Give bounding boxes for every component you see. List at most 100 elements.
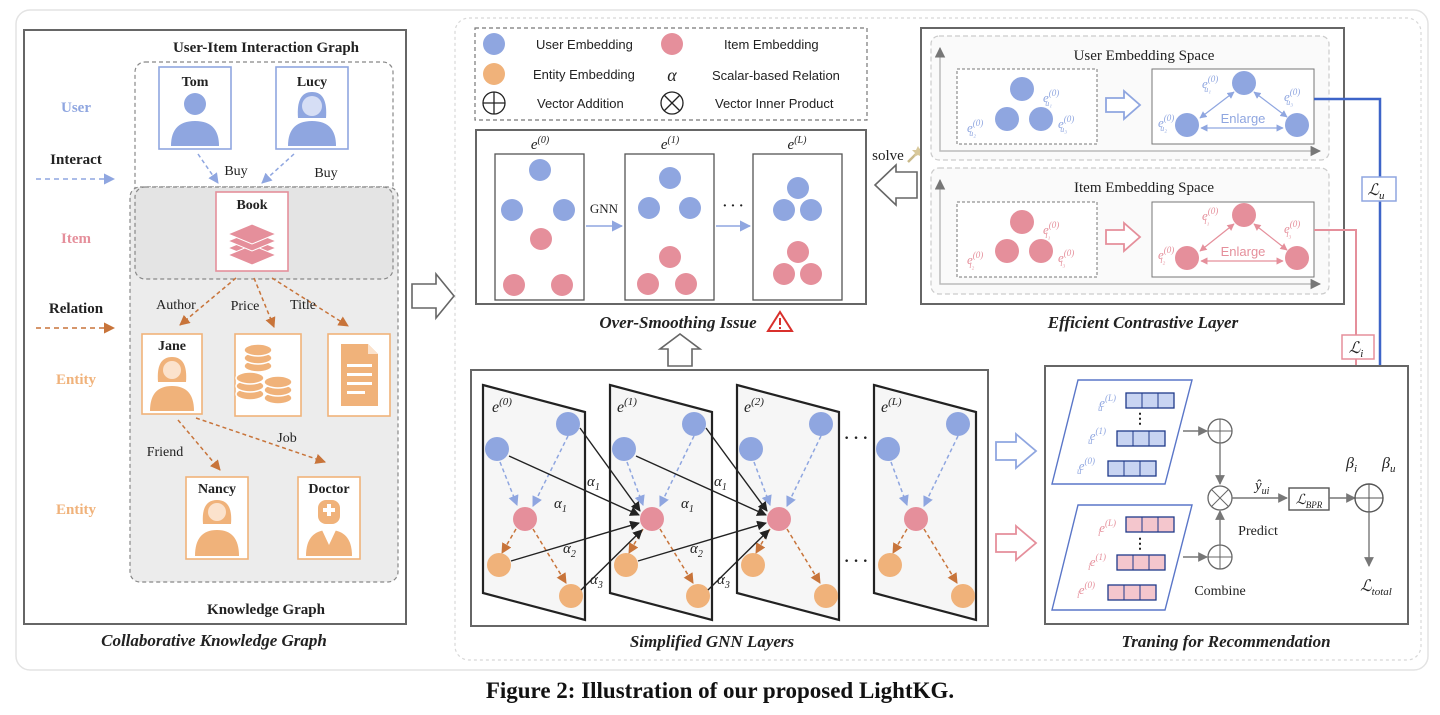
entity-price xyxy=(234,333,302,417)
svg-text:e(0)u₁: e(0)u₁ xyxy=(1043,88,1059,108)
svg-text:GNN: GNN xyxy=(590,201,619,216)
loss-u-line xyxy=(1314,97,1389,487)
svg-text:e(0)u₂: e(0)u₂ xyxy=(967,118,983,138)
svg-text:e(L): e(L) xyxy=(788,135,808,153)
rel-job: Job xyxy=(277,431,296,446)
svg-text:Lucy: Lucy xyxy=(297,75,327,90)
outer-frame xyxy=(15,9,1429,671)
svg-text:e(0)i₁: e(0)i₁ xyxy=(1043,220,1059,240)
books-icon xyxy=(226,223,278,266)
entity-nancy: Nancy xyxy=(185,476,249,560)
inner-product-node xyxy=(1207,485,1233,511)
solve-arrow xyxy=(873,163,918,207)
svg-text:e(0)i₂: e(0)i₂ xyxy=(967,250,983,270)
legend-entity-2: Entity xyxy=(56,502,97,518)
legend-item-dot xyxy=(661,33,683,55)
svg-text:e(1)u: e(1)u xyxy=(1088,426,1106,446)
svg-text:βi: βi xyxy=(1345,455,1357,475)
user-space-title: User Embedding Space xyxy=(1074,48,1215,64)
flow-arrow-ckg xyxy=(411,271,456,321)
svg-text:Book: Book xyxy=(236,198,267,213)
legend-entity-1: Entity xyxy=(56,372,97,388)
ckg-title: Collaborative Knowledge Graph xyxy=(101,631,327,650)
svg-text:e(0)u: e(0)u xyxy=(1077,456,1095,476)
svg-text:Entity Embedding: Entity Embedding xyxy=(533,67,635,82)
svg-text:Tom: Tom xyxy=(182,75,209,90)
legend-relation: Relation xyxy=(49,301,104,317)
svg-text:Nancy: Nancy xyxy=(198,482,236,497)
svg-text:α3: α3 xyxy=(717,572,730,591)
contrastive-panel: User Embedding Space Item Embedding Spac… xyxy=(920,27,1345,332)
svg-text:Combine: Combine xyxy=(1194,584,1245,599)
svg-text:e(1)i: e(1)i xyxy=(1088,552,1106,572)
legend-box: User Embedding Item Embedding Entity Emb… xyxy=(474,27,868,121)
svg-text:Predict: Predict xyxy=(1238,524,1278,539)
buy-label-2: Buy xyxy=(314,166,337,181)
svg-text:⋮: ⋮ xyxy=(1133,537,1147,552)
item-space-title: Item Embedding Space xyxy=(1074,180,1214,196)
svg-text:βu: βu xyxy=(1381,455,1396,475)
svg-text:α2: α2 xyxy=(563,541,576,560)
svg-text:User Embedding: User Embedding xyxy=(536,37,633,52)
svg-text:α3: α3 xyxy=(590,572,603,591)
svg-text:· · ·: · · · xyxy=(722,199,743,214)
oversmoothing-panel: e(0) e(1) e(L) GNN · · · Over-Smoothing … xyxy=(475,129,867,332)
user-lucy: Lucy xyxy=(275,66,349,150)
warning-icon xyxy=(766,310,794,332)
flow-arrow-user xyxy=(995,432,1038,470)
svg-text:e(L)i: e(L)i xyxy=(1098,518,1116,538)
svg-text:Item Embedding: Item Embedding xyxy=(724,37,819,52)
right-frame xyxy=(454,17,1422,661)
svg-text:ℒi: ℒi xyxy=(1349,340,1364,360)
gnn-layer-1 xyxy=(612,412,710,608)
gnn-layer-L xyxy=(876,412,975,608)
svg-text:α: α xyxy=(667,65,677,85)
svg-text:Enlarge: Enlarge xyxy=(1221,111,1266,126)
svg-text:α1: α1 xyxy=(587,474,600,493)
gnn-panel: e(0) e(1) e(2) e(L) · · · · · · xyxy=(470,369,989,651)
svg-text:e(1): e(1) xyxy=(661,135,680,153)
add-node-item xyxy=(1207,544,1233,570)
add-node-user xyxy=(1207,418,1233,444)
svg-text:Enlarge: Enlarge xyxy=(1221,244,1266,259)
svg-text:Doctor: Doctor xyxy=(308,482,349,497)
svg-text:⋮: ⋮ xyxy=(1133,412,1147,427)
ckg-panel: User-Item Interaction Graph User Interac… xyxy=(23,29,407,650)
figure-caption: Figure 2: Illustration of our proposed L… xyxy=(486,678,954,703)
svg-text:e(0): e(0) xyxy=(531,135,550,153)
kg-title: Knowledge Graph xyxy=(207,602,326,618)
svg-text:· · ·: · · · xyxy=(844,553,868,570)
entity-doctor: Doctor xyxy=(297,476,361,560)
contrastive-title: Efficient Contrastive Layer xyxy=(1047,313,1239,332)
vector-addition-icon xyxy=(482,91,506,115)
legend-entity-dot xyxy=(483,63,505,85)
solve-label: solve xyxy=(872,148,904,164)
buy-label-1: Buy xyxy=(224,164,247,179)
gnn-layer-2 xyxy=(739,412,838,608)
item-book: Book xyxy=(215,191,289,272)
coins-icon xyxy=(235,343,293,405)
svg-text:ℒtotal: ℒtotal xyxy=(1360,578,1392,598)
svg-text:· · ·: · · · xyxy=(844,430,868,447)
gnn-title: Simplified GNN Layers xyxy=(630,632,795,651)
flow-arrow-up xyxy=(657,333,703,367)
svg-text:e(0)i: e(0)i xyxy=(1077,580,1095,600)
rel-friend: Friend xyxy=(147,445,184,460)
doctor-icon xyxy=(306,500,352,556)
svg-text:ŷui: ŷui xyxy=(1253,478,1270,497)
user-tom: Tom xyxy=(158,66,232,150)
rel-title: Title xyxy=(290,298,316,313)
legend-user: User xyxy=(61,100,91,116)
svg-text:ℒu: ℒu xyxy=(1367,182,1385,202)
legend-item: Item xyxy=(61,231,91,247)
vector-inner-product-icon xyxy=(660,91,684,115)
training-title: Traning for Recommendation xyxy=(1121,632,1330,651)
flow-arrow-item xyxy=(995,524,1038,562)
entity-title xyxy=(327,333,391,417)
svg-text:e(L)u: e(L)u xyxy=(1098,393,1116,413)
ui-graph-title: User-Item Interaction Graph xyxy=(173,40,360,56)
svg-text:α1: α1 xyxy=(554,496,567,515)
legend-user-dot xyxy=(483,33,505,55)
